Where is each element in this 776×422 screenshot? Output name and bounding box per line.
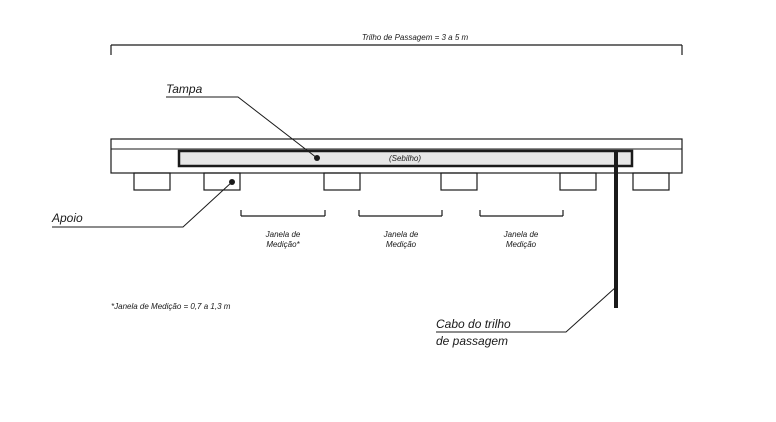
cabo-label-line1: Cabo do trilho [436,317,511,331]
support-block [559,172,597,191]
window-label-line1: Janela de [265,230,301,239]
cabo-callout: Cabo do trilho de passagem [436,286,617,348]
window-label-line2: Medição* [266,240,300,249]
apoio-callout: Apoio [51,181,233,228]
window-label-line2: Medição [386,240,417,249]
footnote: *Janela de Medição = 0,7 a 1,3 m [111,302,231,311]
support-block [203,172,241,191]
rail: (Sebilho) [110,138,683,174]
rail-cover [177,149,634,168]
support-block [440,172,478,191]
tampa-label: Tampa [166,82,203,96]
measurement-window: Janela de Medição [358,210,443,249]
window-label-line1: Janela de [503,230,539,239]
cabo-label-line2: de passagem [436,334,508,348]
sensor-label: (Sebilho) [389,154,421,163]
measurement-windows: Janela de Medição* Janela de Medição Jan… [240,210,564,249]
length-dimension-label: Trilho de Passagem = 3 a 5 m [362,33,469,42]
support-block [323,172,361,191]
apoio-label: Apoio [51,211,83,225]
tampa-callout: Tampa [166,82,318,159]
window-label-line2: Medição [506,240,537,249]
measurement-window: Janela de Medição* [240,210,326,249]
support-block [133,172,171,191]
length-dimension: Trilho de Passagem = 3 a 5 m [110,33,683,55]
support-block [632,172,670,191]
measurement-window: Janela de Medição [479,210,564,249]
window-label-line1: Janela de [383,230,419,239]
supports [133,172,670,191]
